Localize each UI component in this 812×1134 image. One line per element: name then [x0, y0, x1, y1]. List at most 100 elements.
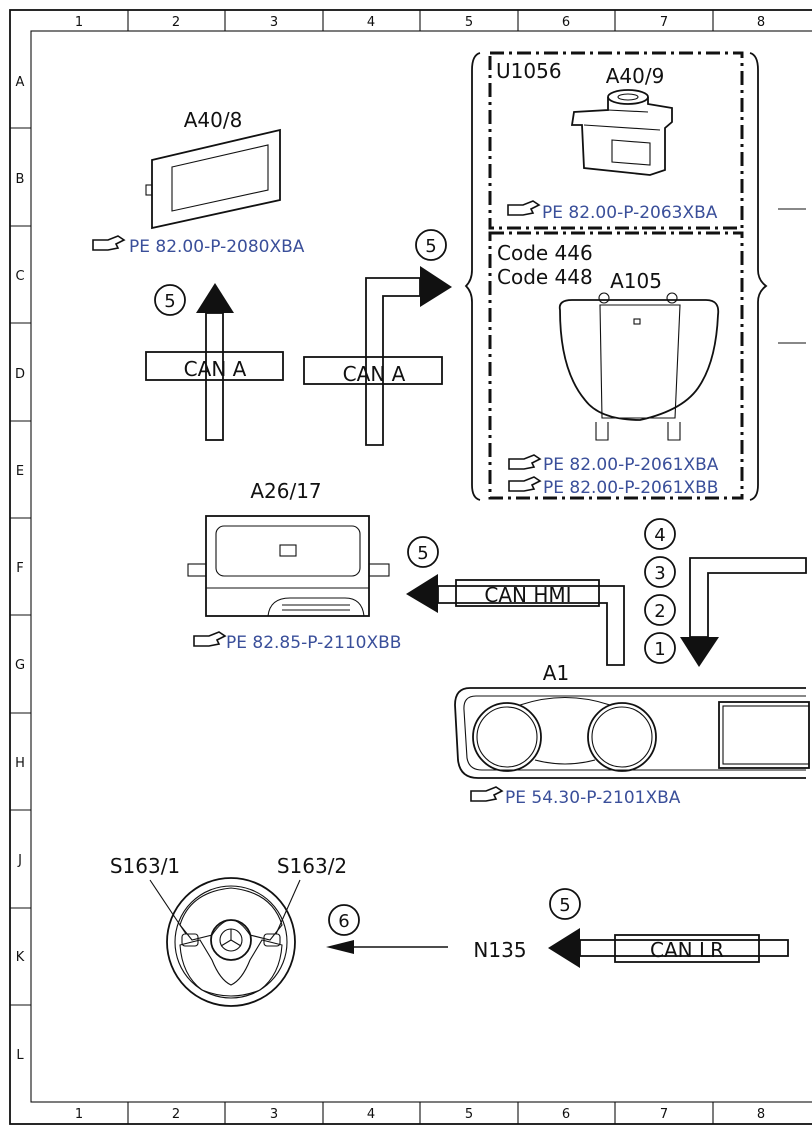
col-5: 5 — [465, 15, 473, 30]
pointing-hand-icon — [92, 235, 126, 251]
can-a-left-label: CAN A — [184, 357, 247, 381]
a1-input-arrow — [680, 557, 807, 667]
outer-frame — [9, 9, 812, 1125]
col-3-bottom: 3 — [270, 1107, 278, 1122]
row-b: B — [16, 172, 25, 187]
label-a26-17: A26/17 — [250, 479, 321, 503]
row-h: H — [15, 756, 25, 771]
col-7: 7 — [660, 15, 668, 30]
col-6: 6 — [562, 15, 570, 30]
camera-module-a40-9 — [570, 89, 673, 176]
pointing-hand-icon-6 — [470, 786, 504, 802]
n135-output-arrow — [326, 940, 448, 954]
can-lr-arrow — [548, 928, 789, 968]
can-lr-box — [614, 934, 760, 963]
ref-a40-8[interactable]: PE 82.00-P-2080XBA — [129, 237, 305, 257]
ref-a26-17[interactable]: PE 82.85-P-2110XBB — [226, 633, 401, 653]
leader-s163-2 — [275, 879, 301, 935]
ref-a1[interactable]: PE 54.30-P-2101XBA — [505, 788, 681, 808]
pointing-hand-icon-5 — [193, 631, 227, 647]
u1056-group-box — [488, 51, 744, 230]
row-c: C — [15, 269, 24, 284]
can-a-right-box — [303, 356, 443, 385]
label-a40-8: A40/8 — [184, 108, 243, 132]
row-g: G — [15, 658, 25, 673]
label-s163-1: S163/1 — [110, 854, 180, 878]
marker-1-text: 1 — [654, 639, 665, 660]
ref-a105-2[interactable]: PE 82.00-P-2061XBB — [543, 478, 718, 498]
can-hmi-box — [455, 579, 600, 607]
label-a1: A1 — [543, 661, 569, 685]
label-code-448: Code 448 — [497, 265, 593, 289]
col-8: 8 — [757, 15, 765, 30]
column-labels-bottom: 1 2 3 4 5 6 7 8 — [75, 1107, 765, 1122]
inner-frame — [30, 30, 812, 1103]
left-brace — [464, 52, 481, 501]
ref-a40-9[interactable]: PE 82.00-P-2063XBA — [542, 203, 718, 223]
marker-4 — [644, 518, 676, 550]
row-k: K — [16, 950, 25, 965]
can-lr-label: CAN LR — [650, 938, 724, 962]
row-j: J — [17, 853, 22, 868]
right-brace — [749, 52, 768, 501]
marker-2-text: 2 — [654, 601, 665, 622]
ref-a105-1[interactable]: PE 82.00-P-2061XBA — [543, 455, 719, 475]
can-a-left-arrow — [196, 283, 234, 441]
marker-5-b-text: 5 — [425, 236, 436, 257]
code-group-box — [488, 231, 744, 500]
label-u1056: U1056 — [496, 59, 562, 83]
pointing-hand-icon-2 — [507, 200, 541, 216]
col-6-bottom: 6 — [562, 1107, 570, 1122]
label-a40-9: A40/9 — [606, 64, 665, 88]
marker-6-text: 6 — [338, 911, 349, 932]
label-s163-2: S163/2 — [277, 854, 347, 878]
instrument-cluster-a1 — [454, 687, 810, 779]
marker-1 — [644, 632, 676, 664]
marker-5-b — [415, 229, 447, 261]
label-a105: A105 — [610, 269, 662, 293]
steering-wheel — [166, 877, 296, 1007]
column-labels-top: 1 2 3 4 5 6 7 8 — [75, 15, 765, 30]
row-d: D — [15, 367, 25, 382]
marker-5-c — [407, 536, 439, 568]
pointing-hand-icon-3 — [508, 454, 542, 470]
marker-5-a-text: 5 — [164, 291, 175, 312]
col-4: 4 — [367, 15, 375, 30]
marker-2 — [644, 594, 676, 626]
col-2: 2 — [172, 15, 180, 30]
marker-5-c-text: 5 — [417, 543, 428, 564]
marker-3-text: 3 — [654, 563, 665, 584]
col-7-bottom: 7 — [660, 1107, 668, 1122]
row-l: L — [16, 1048, 24, 1063]
marker-5-a — [154, 284, 186, 316]
col-5-bottom: 5 — [465, 1107, 473, 1122]
row-dividers — [10, 127, 31, 1006]
row-labels: A B C D E F G H J K L — [15, 75, 25, 1063]
col-3: 3 — [270, 15, 278, 30]
can-a-right-arrow — [365, 266, 452, 446]
label-n135: N135 — [473, 938, 526, 962]
marker-3 — [644, 556, 676, 588]
marker-6 — [328, 904, 360, 936]
col-4-bottom: 4 — [367, 1107, 375, 1122]
marker-4-text: 4 — [654, 525, 665, 546]
column-dividers — [127, 10, 714, 1124]
can-hmi-arrow — [406, 574, 625, 666]
overhead-control-a105 — [558, 292, 720, 441]
display-a40-8 — [145, 128, 281, 230]
marker-5-d — [549, 888, 581, 920]
marker-5-d-text: 5 — [559, 895, 570, 916]
row-f: F — [16, 561, 23, 576]
col-1-bottom: 1 — [75, 1107, 83, 1122]
can-hmi-label: CAN HMI — [484, 583, 571, 607]
label-code-446: Code 446 — [497, 241, 593, 265]
can-a-right-label: CAN A — [343, 362, 406, 386]
col-8-bottom: 8 — [757, 1107, 765, 1122]
control-unit-a26-17 — [187, 515, 390, 617]
col-2-bottom: 2 — [172, 1107, 180, 1122]
col-1: 1 — [75, 15, 83, 30]
row-a: A — [16, 75, 25, 90]
can-a-left-box — [145, 351, 284, 381]
pointing-hand-icon-4 — [508, 476, 542, 492]
